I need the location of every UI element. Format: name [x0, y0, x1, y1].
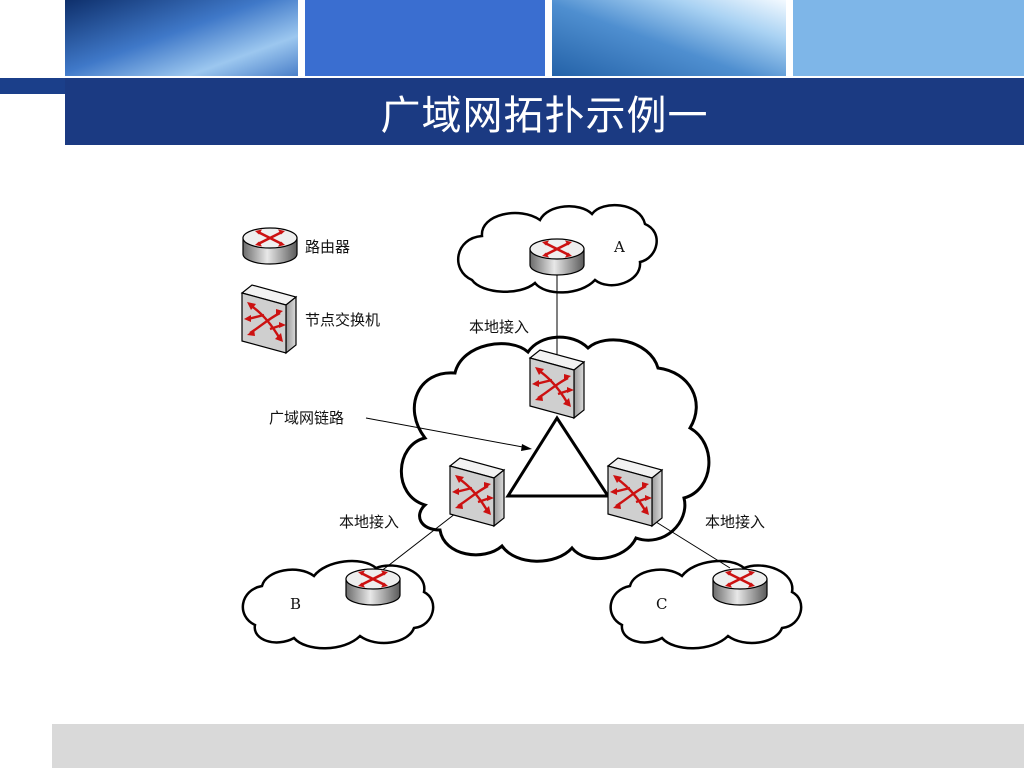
- wan-link-pointer-head: [521, 444, 532, 451]
- footer-band: [52, 724, 1024, 768]
- legend-router-label: 路由器: [305, 238, 350, 256]
- router-icon: [711, 567, 769, 607]
- access-link-b: [379, 509, 461, 573]
- wan-link-triangle: [505, 415, 611, 498]
- cloud-site-c: [609, 559, 803, 650]
- banner-image-buildings: [552, 0, 786, 76]
- cloud-site-b: [241, 559, 435, 650]
- banner-block-lightblue: [793, 0, 1024, 76]
- banner-image-hands: [65, 0, 298, 76]
- local-access-label-top: 本地接入: [469, 318, 529, 336]
- switch-icon: [528, 348, 586, 420]
- switch-icon: [606, 456, 664, 528]
- banner-block-blue: [305, 0, 545, 76]
- local-access-label-right: 本地接入: [705, 513, 765, 531]
- site-label-c: C: [656, 595, 667, 613]
- router-icon: [528, 237, 586, 277]
- router-icon: [344, 567, 402, 607]
- wan-link-pointer: [365, 417, 529, 449]
- local-access-label-left: 本地接入: [339, 513, 399, 531]
- legend-switch-label: 节点交换机: [305, 311, 380, 329]
- slide-title: 广域网拓扑示例一: [380, 92, 709, 139]
- wan-link-label: 广域网链路: [269, 409, 344, 427]
- site-label-a: A: [613, 238, 625, 256]
- title-bar: 广域网拓扑示例一: [65, 78, 1024, 145]
- site-label-b: B: [290, 595, 301, 613]
- switch-icon: [448, 456, 506, 528]
- router-icon: [241, 226, 299, 266]
- switch-icon: [240, 283, 298, 355]
- title-deco-strip: [0, 78, 65, 94]
